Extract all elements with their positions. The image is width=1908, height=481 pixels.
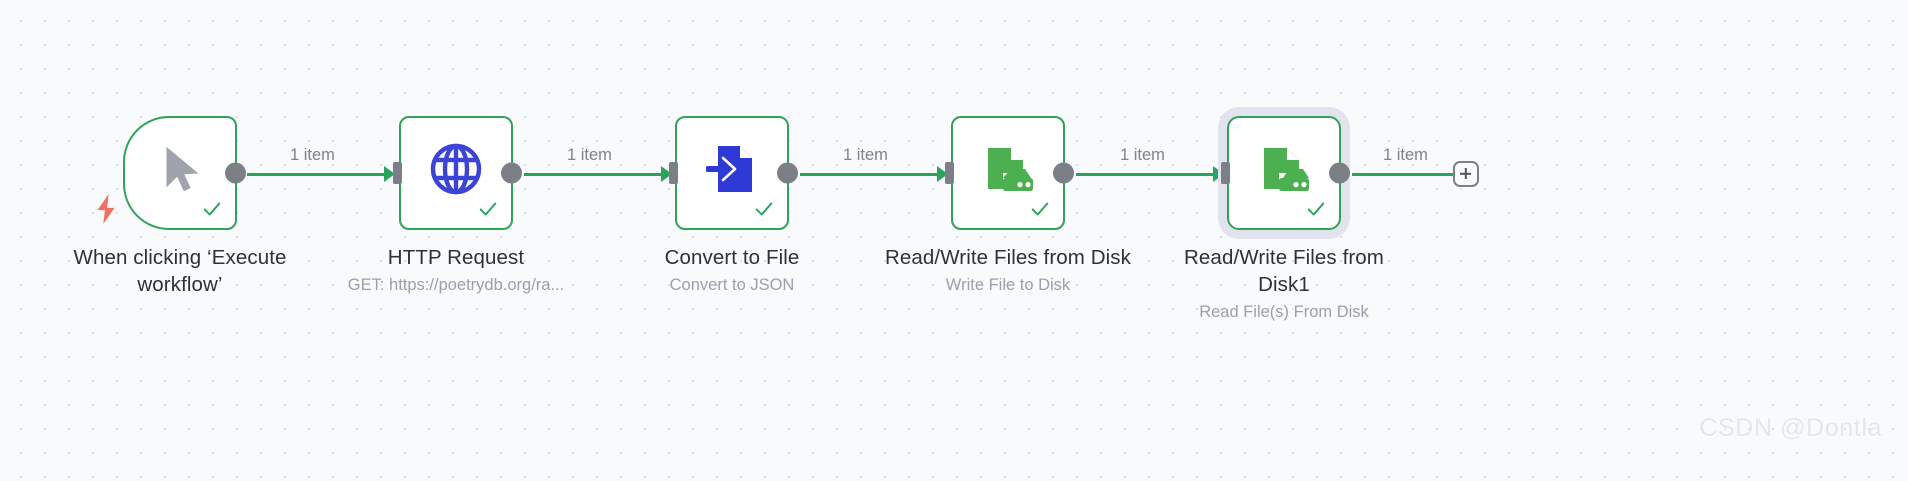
input-port[interactable]	[393, 162, 402, 184]
node-subtitle: Convert to JSON	[669, 276, 795, 294]
connector-arrow	[937, 166, 948, 182]
output-port[interactable]	[1329, 162, 1350, 184]
node-body[interactable]	[945, 116, 1074, 230]
connector-line[interactable]	[524, 173, 664, 176]
node-http-request[interactable]: HTTP Request GET: https://poetrydb.org/r…	[326, 116, 586, 297]
connector-arrow	[384, 166, 395, 182]
node-subtitle: Read File(s) From Disk	[1199, 303, 1369, 321]
mouse-cursor-icon	[153, 143, 207, 197]
connector-item-count: 1 item	[843, 146, 888, 164]
success-check-icon	[1305, 198, 1327, 220]
output-port[interactable]	[501, 162, 522, 184]
connector-arrow	[1213, 166, 1224, 182]
node-title: Convert to File	[664, 246, 800, 269]
input-port[interactable]	[669, 162, 678, 184]
file-arrow-in-icon	[705, 143, 759, 197]
input-port[interactable]	[945, 162, 954, 184]
node-title: When clicking ‘Execute workflow’	[73, 246, 287, 296]
output-port[interactable]	[1053, 162, 1074, 184]
success-check-icon	[1029, 198, 1051, 220]
node-title: Read/Write Files from Disk	[885, 246, 1131, 269]
node-body[interactable]	[669, 116, 798, 230]
connector-line[interactable]	[800, 173, 940, 176]
node-manual-trigger[interactable]: When clicking ‘Execute workflow’	[50, 116, 310, 301]
connector-item-count: 1 item	[290, 146, 335, 164]
input-port[interactable]	[1221, 162, 1230, 184]
connector-line[interactable]	[1352, 173, 1454, 176]
node-convert-to-file[interactable]: Convert to File Convert to JSON	[602, 116, 862, 297]
globe-icon	[429, 143, 483, 197]
node-body[interactable]	[123, 116, 246, 230]
file-disk-icon	[981, 143, 1035, 197]
node-title: Read/Write Files from Disk1	[1184, 246, 1384, 296]
connector-item-count: 1 item	[1383, 146, 1428, 164]
node-body[interactable]	[393, 116, 522, 230]
success-check-icon	[753, 198, 775, 220]
connector-arrow	[661, 166, 672, 182]
connector-line[interactable]	[247, 173, 387, 176]
success-check-icon	[477, 198, 499, 220]
output-port[interactable]	[225, 162, 246, 184]
file-disk-icon	[1257, 143, 1311, 197]
connector-line[interactable]	[1076, 173, 1216, 176]
watermark: CSDN @Dontla	[1699, 414, 1882, 442]
add-node-button[interactable]	[1453, 161, 1479, 187]
node-title: HTTP Request	[387, 246, 525, 269]
connector-item-count: 1 item	[567, 146, 612, 164]
lightning-bolt-icon	[93, 193, 119, 225]
node-body[interactable]	[1221, 116, 1350, 230]
connector-item-count: 1 item	[1120, 146, 1165, 164]
node-read-write-files-from-disk[interactable]: Read/Write Files from Disk Write File to…	[878, 116, 1138, 297]
success-check-icon	[201, 198, 223, 220]
output-port[interactable]	[777, 162, 798, 184]
node-subtitle: Write File to Disk	[945, 276, 1071, 294]
node-read-write-files-from-disk1[interactable]: Read/Write Files from Disk1 Read File(s)…	[1154, 116, 1414, 324]
node-subtitle: GET: https://poetrydb.org/ra...	[347, 276, 565, 294]
